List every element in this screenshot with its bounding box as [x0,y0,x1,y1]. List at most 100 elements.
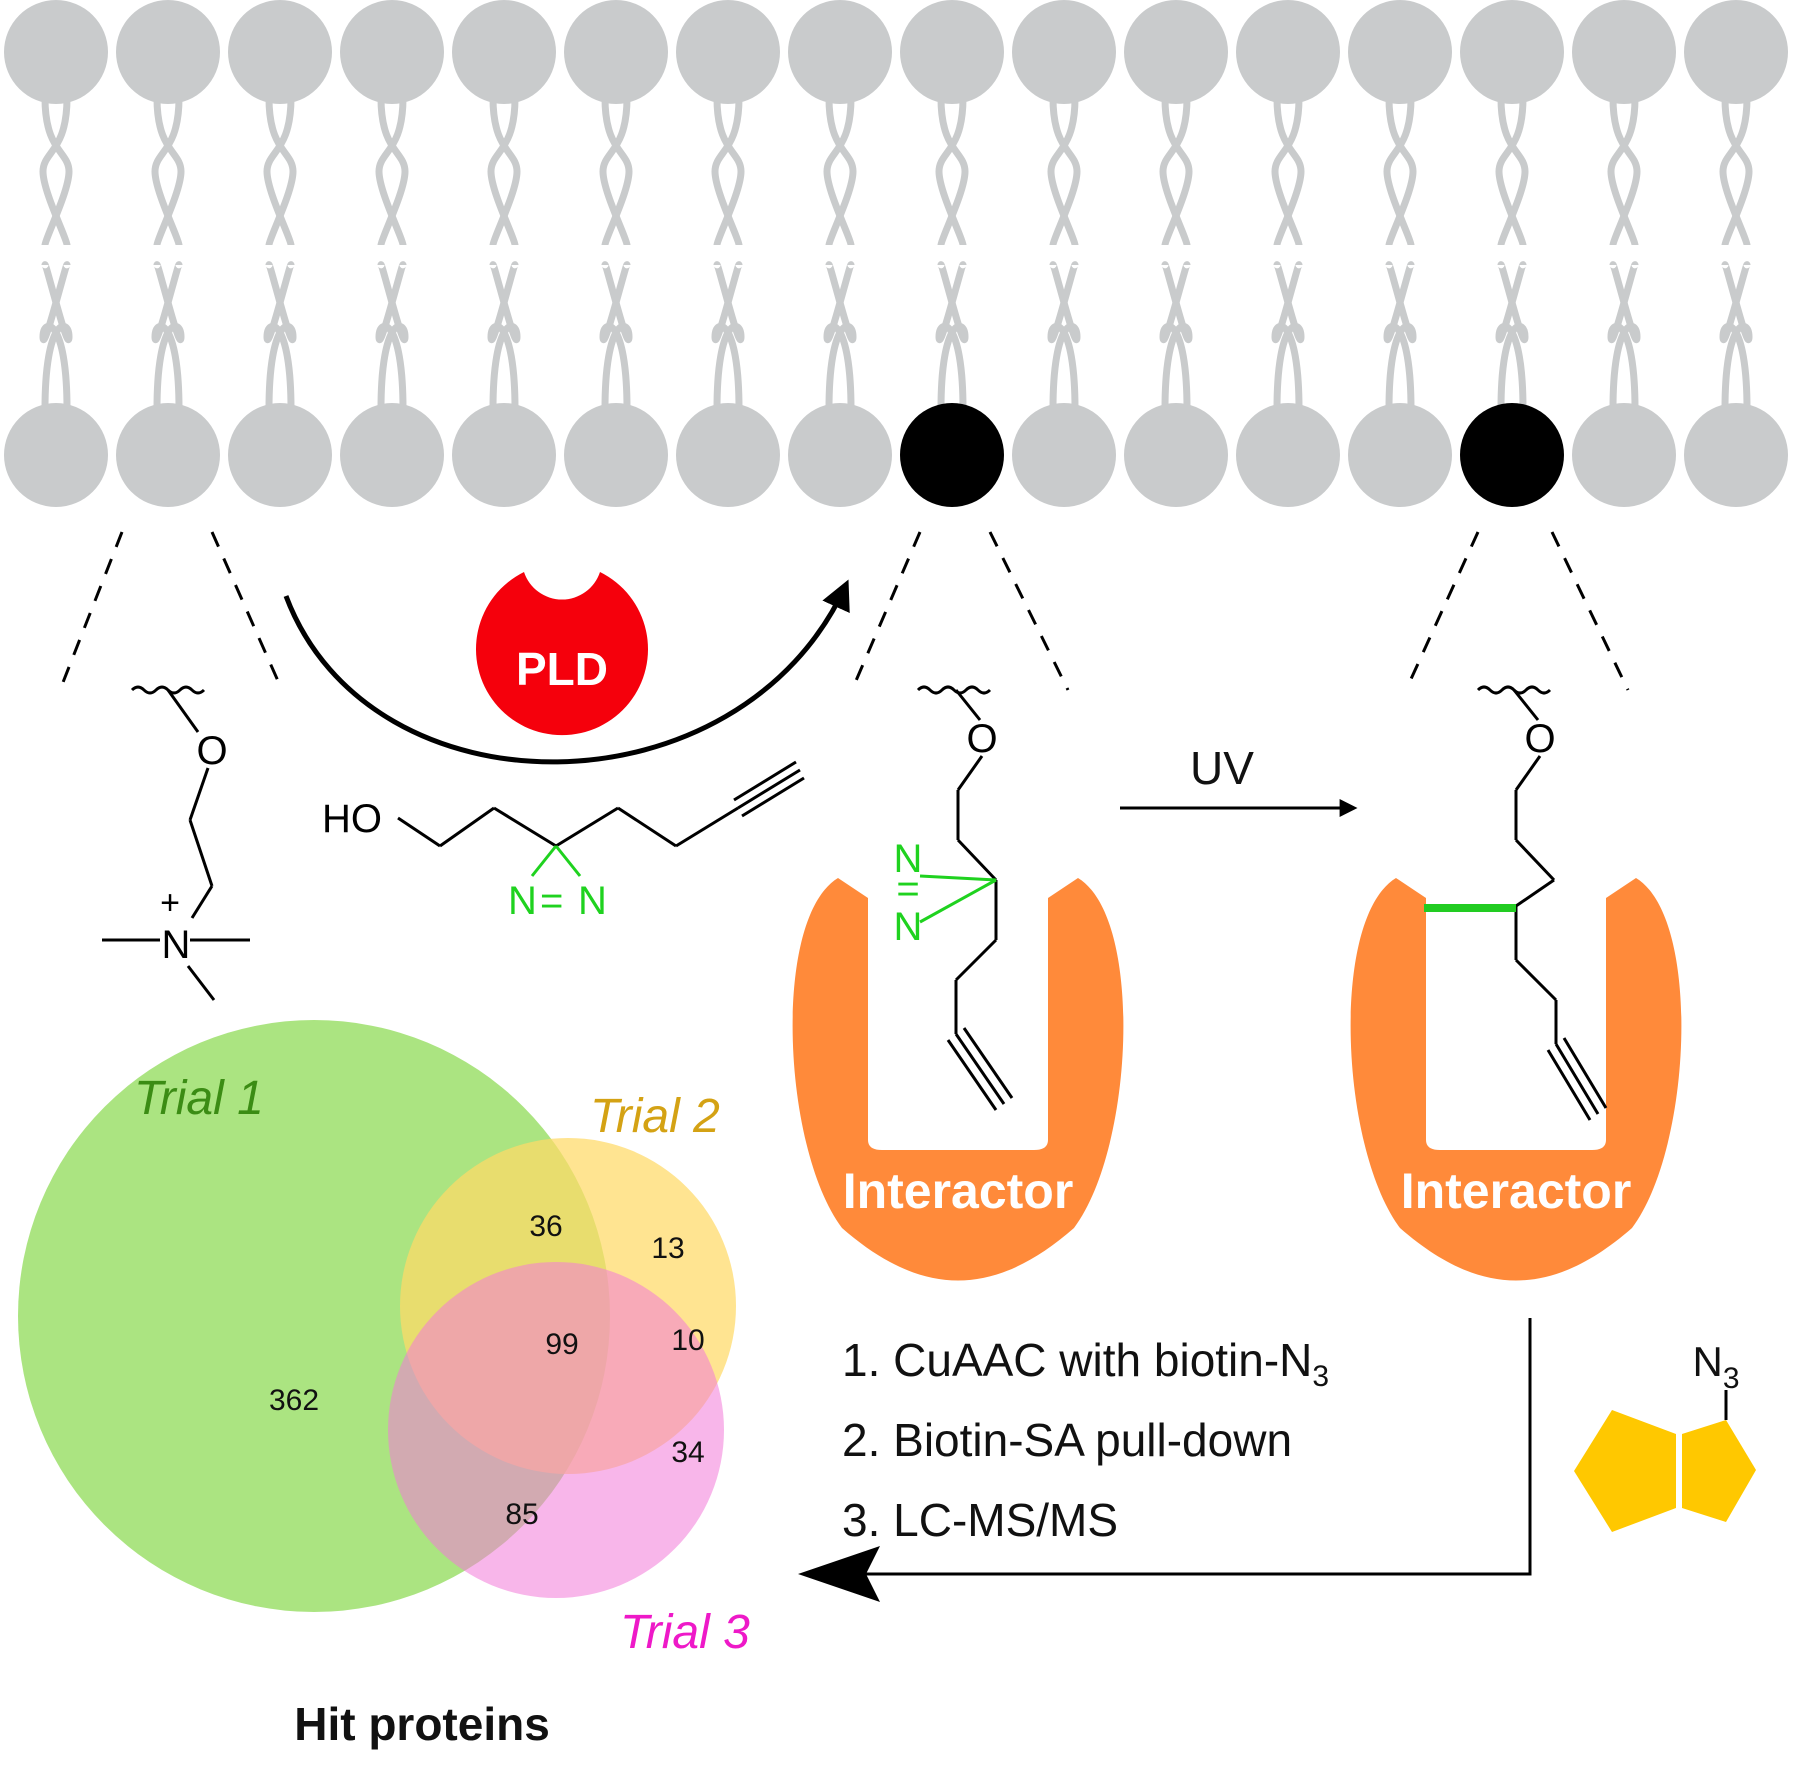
labeled-lipid-skeleton [916,685,1014,1111]
lipid-tail [1161,97,1193,246]
venn-title: Hit proteins [294,1698,550,1750]
lipid-head-outer [4,0,108,104]
lipid-head-outer [1012,0,1116,104]
lipid-tail [1383,261,1415,410]
bond [919,874,997,882]
alkyne-bond [954,1033,1006,1105]
probe-diazirine-double-bond: = [540,879,563,923]
bond [188,819,214,887]
lipid-tail [599,97,631,246]
lipid-tail [823,261,855,410]
biotin-ring-right [1682,1420,1756,1522]
lipid-tail [1273,97,1305,246]
workflow-step-3: 3. LC-MS/MS [842,1494,1118,1546]
alkyne-bond [737,768,801,810]
lipid-head-outer [788,0,892,104]
lipid-tail [1495,261,1527,410]
lipid-tail [153,261,185,410]
bond [956,838,998,882]
crosslinked-lipid-skeleton [1476,685,1608,1121]
bond [617,806,677,848]
bond [1514,958,1558,1002]
bond [1515,878,1555,908]
lipid-tail [487,261,519,410]
pld-enzyme-shape [476,572,648,736]
lipid-head-outer [452,0,556,104]
lipid-tail [41,97,73,246]
lipid-tail [937,97,969,246]
lipid-head-inner [564,403,668,507]
lipid-head-inner [4,403,108,507]
lipid-head-outer [228,0,332,104]
pld-reaction-arrow [283,579,850,765]
lipid-head-outer [564,0,668,104]
lipid-tail [377,261,409,410]
lipid-tail [1161,261,1193,410]
lipid-tail [151,261,183,410]
zoom-line-choline-right [210,531,284,691]
workflow-arrow-line [840,1318,1532,1576]
lipid-tail [1497,97,1529,246]
labeled-lipid-diazirine-n-bottom: N [894,905,923,949]
lipid-tail [39,261,71,410]
venn-diagram: Trial 1 Trial 2 Trial 3 362 36 13 99 10 … [18,1020,750,1750]
workflow-arrow-head [798,1546,880,1602]
lipid-tails [39,97,1753,410]
lipid-tail [39,97,71,246]
lipid-head-outer [1124,0,1228,104]
lipid-head-outer [1236,0,1340,104]
bond [954,689,982,721]
choline-headgroup [102,685,250,1001]
alkyne-bond [962,1027,1014,1099]
bond [397,816,441,848]
lipid-head-inner [340,403,444,507]
lipid-tail [263,97,295,246]
alkyne-bond [1554,1043,1600,1115]
lipid-head-inner [228,403,332,507]
lipid-tail [825,97,857,246]
zoom-line-crosslinked-right [1550,531,1630,691]
workflow-step-2: 2. Biotin-SA pull-down [842,1414,1292,1466]
lipid-head-inner [1572,403,1676,507]
lipid-tail [1049,261,1081,410]
lipid-tail [713,261,745,410]
lipid-tail [377,97,409,246]
lipid-tail [1385,97,1417,246]
venn-count-trial1-only: 362 [269,1384,319,1417]
probe-diazirine-n1: N [508,879,537,923]
interactor-right-label: Interactor [1401,1163,1632,1219]
lipid-head-outer [676,0,780,104]
bond [675,806,739,848]
lipid-tail [487,97,519,246]
bond [493,806,557,848]
lipid-tail [1159,261,1191,410]
probe-diazirine [530,845,582,877]
lipid-tail [1383,97,1415,246]
alkyne-bond [1546,1049,1592,1121]
interactor-protein-right [1350,878,1682,1281]
lipid-head-inner [676,403,780,507]
lipid-tail [1271,97,1303,246]
venn-count-trial1-trial2: 36 [529,1210,562,1243]
labeled-lipid-diazirine-n-top: N [894,837,923,881]
bond [555,806,619,848]
lipid-tail [601,97,633,246]
bond [166,689,200,733]
lipid-tail [711,261,743,410]
venn-label-trial-2: Trial 2 [590,1090,720,1143]
lipid-head-inner [1012,403,1116,507]
alkyne-bond [741,776,805,818]
lipid-head-outer [1572,0,1676,104]
zoom-line-choline-left [58,531,124,691]
lipid-tail [375,97,407,246]
bond [1514,755,1542,791]
lipid-tail [1607,97,1639,246]
bond [1514,838,1556,882]
venn-count-trial2-trial3: 10 [671,1324,704,1357]
lipid-head-inner [1684,403,1788,507]
wavy-bond [916,685,992,695]
pld-enzyme: PLD [476,572,648,736]
lipid-tail [1495,97,1527,246]
lipid-tail [1047,261,1079,410]
